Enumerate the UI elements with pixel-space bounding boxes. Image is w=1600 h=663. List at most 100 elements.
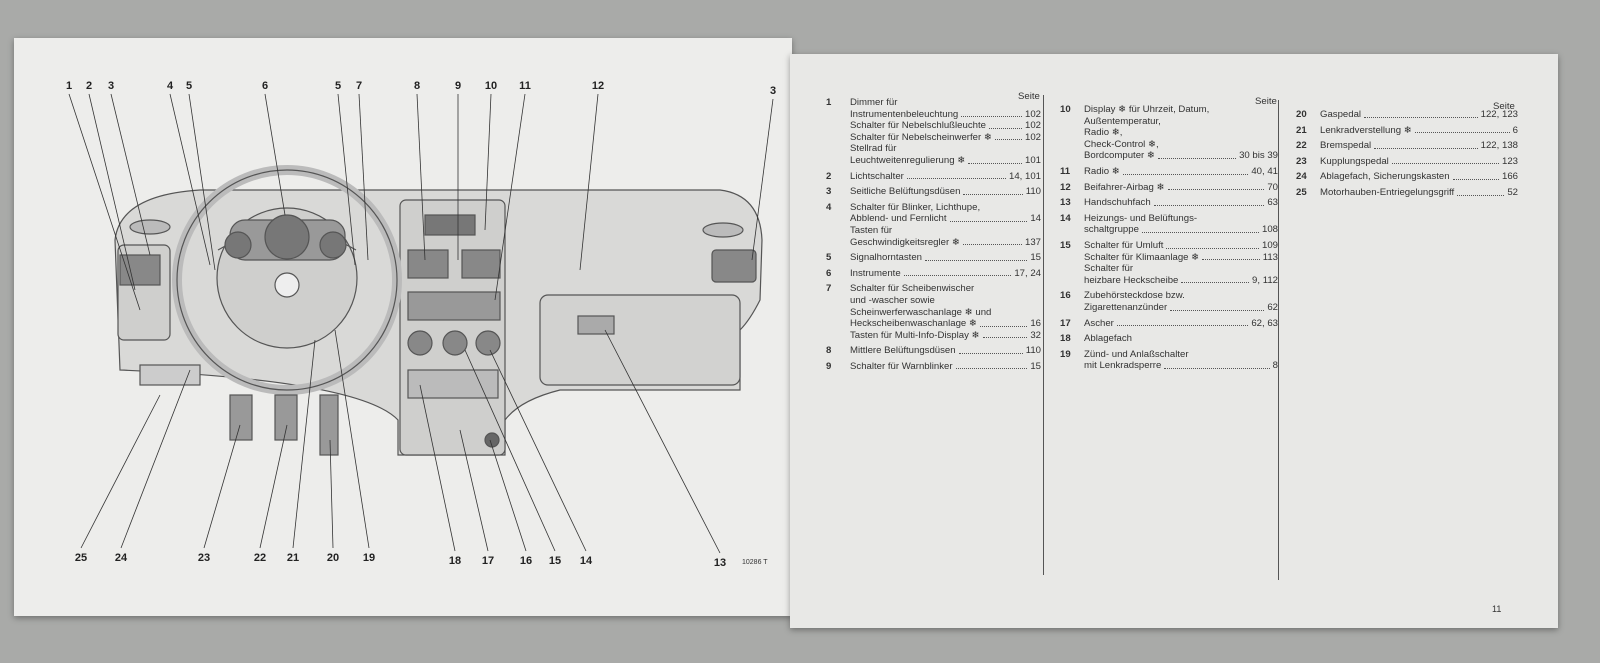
callout-number: 4 bbox=[166, 80, 174, 92]
page-reference: 137 bbox=[1024, 236, 1041, 248]
entry-text: Schalter für Nebelscheinwerfer ❄ bbox=[850, 131, 992, 143]
callout-number: 5 bbox=[334, 80, 342, 92]
figure-code: 10286 T bbox=[742, 559, 768, 566]
entry-number: 6 bbox=[826, 267, 832, 279]
entry-number: 13 bbox=[1060, 197, 1071, 209]
callout-number: 12 bbox=[591, 80, 605, 92]
page-reference: 110 bbox=[1025, 345, 1041, 357]
legend-entry: 8 Mittlere Belüftungsdüsen 110 bbox=[826, 345, 1041, 357]
entry-text: Bordcomputer ❄ bbox=[1084, 150, 1155, 162]
entry-text: Zigarettenanzünder bbox=[1084, 301, 1168, 313]
dot-leader bbox=[925, 252, 1028, 261]
leader-line bbox=[188, 93, 216, 271]
page-reference: 30 bis 39 bbox=[1239, 150, 1278, 162]
leader-line bbox=[751, 98, 774, 261]
entry-text: Dimmer für bbox=[850, 97, 898, 108]
dot-leader bbox=[968, 155, 1022, 164]
seite-label-1: Seite bbox=[1018, 91, 1040, 102]
entry-number: 12 bbox=[1060, 181, 1071, 193]
dot-leader bbox=[1164, 360, 1270, 369]
dot-leader bbox=[979, 318, 1028, 327]
leader-line bbox=[80, 394, 161, 549]
entry-line: Heizungs- und Belüftungs- bbox=[1084, 213, 1278, 225]
entry-line: Check-Control ❄, bbox=[1084, 139, 1278, 151]
entry-text: Seitliche Belüftungsdüsen bbox=[850, 186, 961, 198]
entry-number: 8 bbox=[826, 345, 832, 357]
entry-text: Schalter für Umluft bbox=[1084, 239, 1164, 251]
entry-line: Beifahrer-Airbag ❄ 70 bbox=[1084, 182, 1278, 194]
leader-line bbox=[358, 93, 369, 261]
entry-number: 9 bbox=[826, 360, 832, 372]
seite-label-3: Seite bbox=[1493, 101, 1515, 112]
dot-leader bbox=[1153, 197, 1265, 206]
entry-text: Geschwindigkeitsregler ❄ bbox=[850, 236, 960, 248]
entry-line: Radio ❄, bbox=[1084, 127, 1278, 139]
leader-line bbox=[494, 93, 526, 301]
entry-text: Motorhauben-Entriegelungsgriff bbox=[1320, 186, 1455, 198]
entry-line: Mittlere Belüftungsdüsen 110 bbox=[850, 345, 1041, 357]
callout-number: 15 bbox=[548, 555, 562, 567]
callout-number: 11 bbox=[519, 80, 531, 92]
column-divider bbox=[1278, 100, 1279, 580]
dot-leader bbox=[1122, 166, 1249, 175]
page-reference: 15 bbox=[1030, 252, 1041, 264]
dot-leader bbox=[1391, 156, 1499, 165]
leader-line bbox=[68, 93, 141, 311]
legend-entry: 12 Beifahrer-Airbag ❄ 70 bbox=[1060, 182, 1278, 194]
entry-text: Beifahrer-Airbag ❄ bbox=[1084, 181, 1165, 193]
callout-number: 24 bbox=[114, 552, 128, 564]
entry-line: Ablagefach bbox=[1084, 333, 1278, 345]
entry-text: Schalter für Warnblinker bbox=[850, 360, 953, 372]
entry-text: heizbare Heckscheibe bbox=[1084, 274, 1179, 286]
leader-line bbox=[459, 429, 489, 552]
page-reference: 32 bbox=[1030, 329, 1041, 341]
entry-text: Bremspedal bbox=[1320, 140, 1372, 152]
entry-number: 25 bbox=[1296, 186, 1307, 198]
storage-tray bbox=[407, 369, 499, 399]
entry-text: Signalhorntasten bbox=[850, 252, 923, 264]
entry-text: Stellrad für bbox=[850, 143, 897, 155]
dot-leader bbox=[1167, 182, 1265, 191]
entry-text: Handschuhfach bbox=[1084, 197, 1151, 209]
dot-leader bbox=[958, 345, 1023, 354]
leader-line bbox=[419, 384, 456, 552]
page-reference: 70 bbox=[1267, 181, 1278, 193]
entry-number: 10 bbox=[1060, 104, 1071, 115]
entry-line: Geschwindigkeitsregler ❄ 137 bbox=[850, 237, 1041, 249]
callout-number: 20 bbox=[326, 552, 340, 564]
page-reference: 63 bbox=[1267, 197, 1278, 209]
leader-line bbox=[120, 369, 191, 549]
left-vent bbox=[119, 254, 161, 286]
callout-number: 19 bbox=[362, 552, 376, 564]
entry-text: Kupplungspedal bbox=[1320, 155, 1389, 167]
entry-line: Bremspedal 122, 138 bbox=[1320, 140, 1518, 152]
callout-number: 2 bbox=[85, 80, 93, 92]
entry-text: Check-Control ❄, bbox=[1084, 138, 1159, 150]
dot-leader bbox=[1181, 275, 1250, 284]
page-reference: 109 bbox=[1261, 239, 1278, 251]
entry-text: Tasten für Multi-Info-Display ❄ bbox=[850, 329, 980, 341]
entry-number: 24 bbox=[1296, 171, 1307, 183]
dot-leader bbox=[961, 109, 1022, 118]
page-reference: 122, 138 bbox=[1480, 140, 1518, 152]
entry-text: Mittlere Belüftungsdüsen bbox=[850, 345, 956, 357]
entry-number: 23 bbox=[1296, 155, 1307, 167]
entry-text: Radio ❄, bbox=[1084, 127, 1123, 139]
page-reference: 17, 24 bbox=[1014, 267, 1041, 279]
entry-number: 7 bbox=[826, 283, 832, 295]
leader-line bbox=[464, 349, 556, 552]
callout-number: 9 bbox=[454, 80, 462, 92]
